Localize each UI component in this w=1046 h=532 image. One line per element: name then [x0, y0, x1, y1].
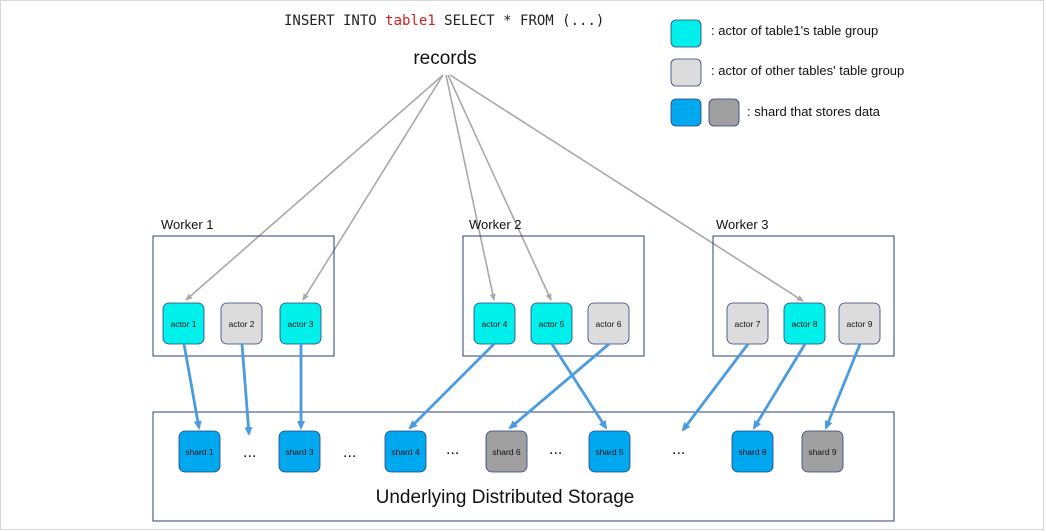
shard-1: shard 1 [178, 430, 221, 473]
actor-8-label: actor 8 [792, 319, 818, 329]
shard-1-label: shard 1 [185, 447, 214, 457]
shard-9: shard 9 [801, 430, 844, 473]
shard-4: shard 4 [384, 430, 427, 473]
actor-1-label: actor 1 [171, 319, 197, 329]
ellipsis-3: ... [446, 441, 459, 458]
arrow-actor5-shard5 [550, 343, 608, 430]
arrow-actor4-shard4 [408, 343, 495, 430]
actor-3: actor 3 [279, 302, 322, 345]
worker1-label: Worker 1 [161, 217, 214, 232]
shard-8: shard 8 [731, 430, 774, 473]
arrow-records-actor5 [447, 74, 552, 301]
actor-2-label: actor 2 [229, 319, 255, 329]
arrow-records-actor3 [302, 74, 444, 301]
actor-8: actor 8 [783, 302, 826, 345]
legend-other-actor-label: : actor of other tables' table group [711, 63, 904, 78]
worker2-box [462, 235, 645, 357]
sql-suffix: SELECT * FROM (...) [436, 13, 605, 29]
legend-table1-actor-swatch [670, 19, 702, 48]
legend-table1-actor-label: : actor of table1's table group [711, 23, 878, 38]
sql-table-name: table1 [385, 13, 436, 29]
shard-5-label: shard 5 [595, 447, 624, 457]
worker2-label: Worker 2 [469, 217, 522, 232]
arrow-records-actor1 [185, 74, 444, 301]
arrow-actor6-shard6 [508, 342, 610, 430]
arrow-actor1-shard1 [182, 343, 202, 430]
storage-label: Underlying Distributed Storage [376, 487, 635, 508]
ellipsis-5: ... [672, 441, 685, 458]
actor-5-label: actor 5 [539, 319, 565, 329]
sql-prefix: INSERT INTO [284, 13, 385, 29]
arrow-records-actor4 [445, 74, 496, 301]
shard-4-label: shard 4 [391, 447, 420, 457]
storage-write-arrows [182, 342, 862, 436]
legend-shard-label: : shard that stores data [747, 104, 881, 119]
arrow-records-actor8 [449, 74, 804, 302]
shard-3-label: shard 3 [285, 447, 314, 457]
arrow-actor8-shard8 [752, 343, 807, 430]
actor-6-label: actor 6 [596, 319, 622, 329]
actor-5: actor 5 [530, 302, 573, 345]
actor-9: actor 9 [838, 302, 881, 345]
legend-other-actor-swatch [670, 58, 702, 87]
legend-shard-gray-swatch [708, 98, 740, 127]
actor-1: actor 1 [162, 302, 205, 345]
legend-shard-blue-swatch [670, 98, 702, 127]
actor-2: actor 2 [220, 302, 263, 345]
worker3-label: Worker 3 [716, 217, 769, 232]
shard-3: shard 3 [278, 430, 321, 473]
ellipsis-group: ... ... ... ... ... [243, 441, 685, 461]
ellipsis-1: ... [243, 444, 256, 461]
actor-9-label: actor 9 [847, 319, 873, 329]
arrow-actor2-ellipsis [240, 343, 253, 436]
actor-3-label: actor 3 [288, 319, 314, 329]
arrow-actor9-shard9 [824, 343, 862, 430]
shard-6-label: shard 6 [492, 447, 521, 457]
actor-4: actor 4 [473, 302, 516, 345]
records-label: records [413, 48, 476, 69]
ellipsis-2: ... [343, 444, 356, 461]
sql-statement: INSERT INTO table1 SELECT * FROM (...) [284, 13, 604, 29]
actor-4-label: actor 4 [482, 319, 508, 329]
shard-9-label: shard 9 [808, 447, 837, 457]
storage-box [152, 411, 895, 522]
actor-7: actor 7 [726, 302, 769, 345]
record-distribution-arrows [185, 74, 804, 302]
arrow-actor7-ellipsis [681, 343, 750, 432]
worker3-box [712, 235, 895, 357]
ellipsis-4: ... [549, 441, 562, 458]
shard-6: shard 6 [485, 430, 528, 473]
actor-7-label: actor 7 [735, 319, 761, 329]
actor-6: actor 6 [587, 302, 630, 345]
shard-5: shard 5 [588, 430, 631, 473]
shard-8-label: shard 8 [738, 447, 767, 457]
